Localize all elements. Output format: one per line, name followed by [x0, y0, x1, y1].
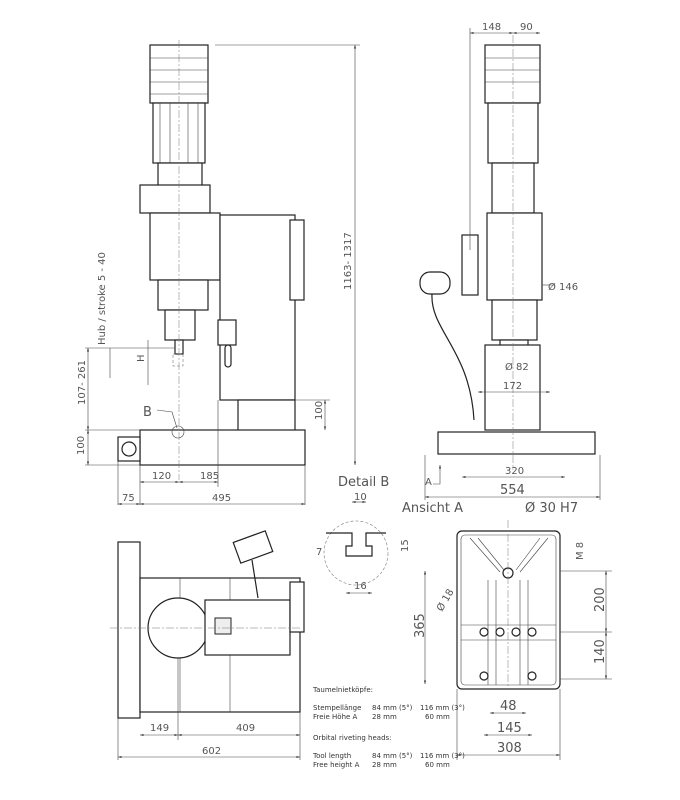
dim-365: 365: [413, 613, 428, 638]
dim-409: 409: [236, 723, 255, 734]
view-a: Ansicht A Ø 30 H7 M 8 Ø 18 365 200 140 4…: [402, 501, 612, 760]
pneumatic-unit: [289, 219, 305, 301]
dim-75: 75: [122, 493, 135, 504]
spec-value: 60 mm: [425, 761, 450, 769]
dim-172: 172: [503, 381, 522, 392]
spec-label: Free height A: [313, 761, 360, 769]
dim-82: Ø 82: [505, 361, 529, 373]
column: [219, 214, 296, 401]
dim-308: 308: [497, 741, 522, 756]
dim-149: 149: [150, 723, 169, 734]
dim-146: Ø 146: [548, 281, 578, 293]
spec-value: 116 mm (3°): [420, 704, 465, 712]
dim-602: 602: [202, 746, 221, 757]
view-a-title: Ansicht A: [402, 501, 463, 516]
spec-value: 84 mm (5°): [372, 704, 413, 712]
spec-value: 116 mm (3°): [420, 752, 465, 760]
base: [437, 431, 596, 455]
dim-30h7: Ø 30 H7: [525, 501, 578, 516]
dim-16: 16: [354, 581, 367, 592]
dim-495: 495: [212, 493, 231, 504]
dim-120: 120: [152, 471, 171, 482]
spec-label: Tool length: [312, 752, 351, 760]
table-plate: [456, 530, 561, 690]
spec-heading-en: Orbital riveting heads:: [313, 734, 392, 742]
spec-value: 60 mm: [425, 713, 450, 721]
riveting-head: [149, 212, 221, 281]
top-view: 149 409 602: [110, 530, 305, 760]
dim-15: 15: [400, 539, 411, 552]
dim-7: 7: [316, 547, 322, 558]
dim-10: 10: [354, 492, 367, 503]
dim-554: 554: [500, 483, 525, 498]
dim-200: 200: [593, 587, 608, 612]
dim-320: 320: [505, 466, 524, 477]
work-lamp: [419, 271, 451, 295]
spec-label: Freie Höhe A: [313, 713, 358, 721]
column: [484, 344, 541, 431]
spec-table: Taumelnietköpfe: Stempellänge 84 mm (5°)…: [312, 686, 465, 769]
detail-b-title: Detail B: [338, 475, 389, 490]
base: [139, 429, 306, 466]
dim-185: 185: [200, 471, 219, 482]
detail-b: Detail B 10 7 15 16: [316, 475, 411, 595]
dim-base-height: 100: [76, 436, 87, 455]
spec-value: 28 mm: [372, 761, 397, 769]
dim-h: H: [136, 354, 147, 362]
dim-90: 90: [520, 22, 533, 33]
dim-work-height: 107- 261: [77, 360, 88, 405]
spec-label: Stempellänge: [313, 704, 361, 712]
chuck: [164, 309, 196, 341]
dim-48: 48: [500, 699, 517, 714]
dim-overall-height: 1163- 1317: [343, 232, 354, 290]
dim-145: 145: [497, 721, 522, 736]
front-view: 1163- 1317 Hub / stroke 5 - 40 H 107- 26…: [76, 40, 360, 506]
dim-140: 140: [593, 639, 608, 664]
dim-column-step: 100: [314, 401, 325, 420]
detail-b-reference: B: [143, 405, 152, 420]
spec-heading-de: Taumelnietköpfe:: [312, 686, 373, 694]
view-a-reference: A: [425, 477, 432, 488]
dim-148: 148: [482, 22, 501, 33]
dim-m8: M 8: [575, 542, 586, 560]
side-view: 148 90 Ø 146 Ø 82 172 320 554 A: [419, 22, 601, 500]
riveting-head: [486, 212, 543, 301]
spec-value: 84 mm (5°): [372, 752, 413, 760]
spec-value: 28 mm: [372, 713, 397, 721]
dim-stroke: Hub / stroke 5 - 40: [97, 252, 108, 345]
dim-18: Ø 18: [434, 587, 456, 614]
